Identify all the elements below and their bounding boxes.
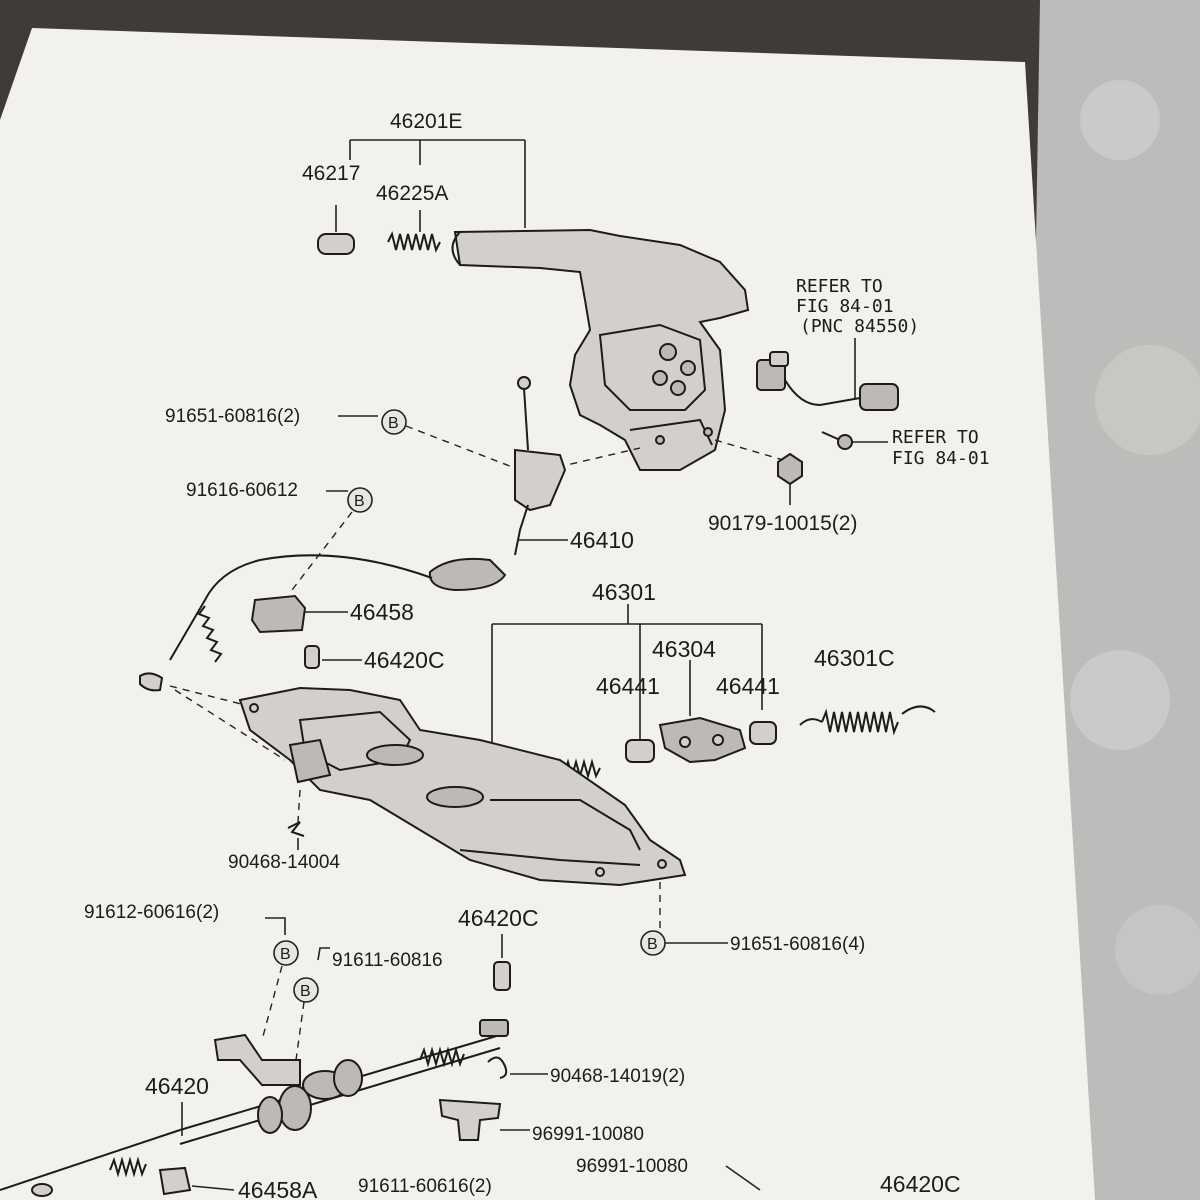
callout-b-2: B	[347, 487, 373, 513]
label-90468-14004: 90468-14004	[228, 852, 340, 873]
label-46441-left: 46441	[596, 673, 660, 699]
callout-b-3: B	[273, 940, 299, 966]
rear-cable-46420	[0, 1019, 509, 1197]
label-91651-60816-4: 91651-60816(4)	[730, 934, 865, 955]
label-91612-60616-2: 91612-60616(2)	[84, 902, 219, 923]
label-46420C-middle: 46420C	[458, 905, 539, 931]
label-46301C: 46301C	[814, 645, 895, 671]
label-91616-60612: 91616-60612	[186, 480, 298, 501]
callout-b-4: B	[293, 977, 319, 1003]
label-refer-to-1b: FIG 84-01	[796, 296, 894, 317]
bushing-46441-right	[749, 721, 777, 745]
cable-clamp-46458-part	[250, 594, 307, 634]
label-91611-60616-2: 91611-60616(2)	[358, 1176, 492, 1197]
label-refer-to-1c: (PNC 84550)	[800, 316, 919, 337]
callout-b-5: B	[640, 930, 666, 956]
label-46441-right: 46441	[716, 673, 780, 699]
label-46420C-upper: 46420C	[364, 647, 445, 673]
bushing-46441-left	[625, 716, 655, 763]
callout-b-1: B	[381, 409, 407, 435]
clamp-46458A	[158, 1166, 235, 1196]
svg-text:B: B	[388, 415, 399, 432]
pin-46420C-middle	[493, 961, 511, 991]
clip-90468-14004	[287, 821, 305, 837]
paper-sheet	[0, 28, 1095, 1200]
pin-46420C-upper	[304, 645, 320, 669]
label-46304: 46304	[652, 636, 716, 662]
label-refer-to-2b: FIG 84-01	[892, 448, 990, 469]
svg-text:B: B	[300, 983, 311, 1000]
nut-part	[777, 452, 803, 505]
adjuster-46304-part	[658, 716, 747, 764]
label-46458A: 46458A	[238, 1177, 318, 1200]
label-91651-60816-2: 91651-60816(2)	[165, 406, 300, 427]
brake-switch-part	[756, 338, 899, 450]
svg-text:B: B	[647, 936, 658, 953]
label-46420C-lower: 46420C	[880, 1171, 961, 1197]
front-cable-part	[139, 376, 567, 692]
label-46410: 46410	[570, 527, 634, 553]
label-46201E: 46201E	[390, 110, 462, 133]
label-90179-10015-2: 90179-10015(2)	[708, 512, 857, 535]
label-46217: 46217	[302, 162, 360, 185]
lever-bracket-lines	[349, 139, 526, 228]
label-refer-to-2a: REFER TO	[892, 427, 979, 448]
return-spring-46301C	[799, 705, 936, 736]
svg-text:B: B	[354, 493, 365, 510]
yoke-96991	[438, 1098, 502, 1141]
spring-part	[387, 210, 441, 253]
label-91611-60816: 91611-60816	[332, 950, 443, 971]
lever-base-plate	[238, 686, 687, 887]
label-90468-14019-2: 90468-14019(2)	[550, 1066, 685, 1087]
label-46420: 46420	[145, 1073, 209, 1099]
label-46458: 46458	[350, 599, 414, 625]
label-46225A: 46225A	[376, 182, 448, 205]
svg-text:B: B	[280, 946, 291, 963]
label-refer-to-1a: REFER TO	[796, 276, 883, 297]
label-96991-10080-a: 96991-10080	[532, 1124, 644, 1145]
brake-lever-part	[451, 228, 750, 471]
label-46301: 46301	[592, 579, 656, 605]
clip-90468-14019	[487, 1056, 508, 1079]
label-96991-10080-b: 96991-10080	[576, 1156, 688, 1177]
release-button-part	[317, 205, 355, 255]
